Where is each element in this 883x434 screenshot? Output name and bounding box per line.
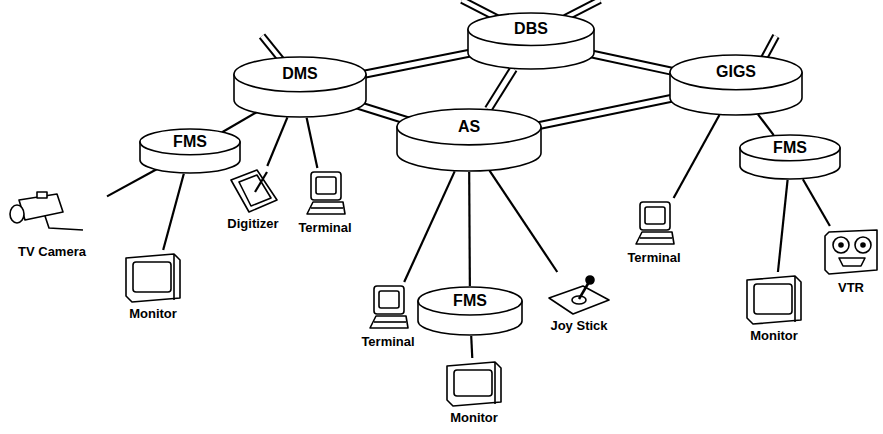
device-icon: Terminal [349,284,427,351]
device-label: Monitor [435,410,513,425]
device-icon: Monitor [735,274,813,345]
server-name: AS [396,118,542,136]
bus-path [267,117,287,166]
bus-path [490,171,558,272]
trunk-inner [362,53,473,75]
trunk-outline [589,53,675,72]
server-name: GIGS [669,63,803,81]
cyl-symbol [670,55,802,115]
terminal-symbol [636,202,674,244]
server-cylinder: FMS [139,128,241,174]
bus-path [803,179,830,226]
bus-line [778,180,788,272]
device-icon: Terminal [287,170,363,237]
device-label: Digitizer [207,216,299,231]
device-icon: TV Camera [0,192,105,261]
trunk-outline [355,104,409,121]
bus-path [471,336,472,358]
bus-path [307,118,318,168]
bus-line [404,171,454,282]
device-icon: Monitor [105,252,201,323]
bus-line [490,171,558,272]
server-name: DBS [467,20,595,38]
server-cylinder: FMS [417,286,523,336]
bus-line [163,174,184,250]
device-label: Terminal [349,334,427,349]
device-icon: VTR [819,228,883,297]
device-icon: Terminal [615,200,693,267]
server-name: FMS [739,139,841,157]
bus-line [471,336,472,358]
server-cylinder: GIGS [669,54,803,116]
device-icon: Monitor [435,360,513,427]
bus-line [758,114,774,135]
server-cylinder: AS [396,108,542,172]
trunk-inner [535,98,675,127]
bus-line [107,169,158,197]
node-outline [396,108,542,172]
trunk-inner [589,53,675,72]
monitor-symbol [447,362,501,406]
server-name: FMS [417,292,523,310]
device-label: Terminal [287,220,363,235]
device-label: Joy Stick [533,318,625,333]
cyl-symbol [418,287,522,335]
device-label: VTR [819,280,883,295]
node-outline [669,54,803,116]
trunk-outline [535,98,675,127]
bus-line [221,111,258,133]
cyl-symbol [397,109,541,171]
trunk-inner [355,104,409,121]
monitor-symbol [126,254,180,302]
bus-path [163,174,184,250]
joystick-symbol [549,276,609,314]
device-label: Monitor [105,306,201,321]
device-label: TV Camera [0,244,105,259]
node-outline [233,56,367,118]
bus-line [267,117,287,166]
trunk-link [488,69,513,109]
device-icon: Digitizer [207,168,299,233]
server-name: FMS [139,133,241,151]
server-cylinder: FMS [739,134,841,180]
server-cylinder: DBS [467,12,595,70]
trunk-link [362,53,473,75]
bus-line [469,172,471,286]
vtr-symbol [825,230,877,274]
bus-path [404,171,454,282]
terminal-symbol [370,286,408,328]
bus-path [468,172,471,286]
cyl-symbol [468,13,594,69]
device-label: Terminal [615,250,693,265]
server-cylinder: DMS [233,56,367,118]
cyl-symbol [740,135,840,179]
server-name: DMS [233,65,367,83]
bus-path [221,111,258,133]
bus-path [778,180,788,272]
monitor-symbol [747,276,801,324]
digitizer-symbol [231,170,277,212]
trunk-outline [362,53,473,75]
cyl-symbol [234,57,366,117]
bus-path [107,169,158,197]
bus-path [674,115,720,198]
trunk-link [535,98,675,127]
trunk-link [355,104,409,121]
device-label: Monitor [735,328,813,343]
camera-symbol [10,192,83,230]
bus-line [674,115,720,198]
cyl-symbol [140,129,240,173]
trunk-outline [488,69,513,109]
device-icon: Joy Stick [533,274,625,335]
trunk-link [589,53,675,72]
bus-line [307,118,318,168]
bus-path [758,114,774,135]
trunk-inner [488,69,513,109]
bus-line [803,179,830,226]
terminal-symbol [307,172,345,214]
